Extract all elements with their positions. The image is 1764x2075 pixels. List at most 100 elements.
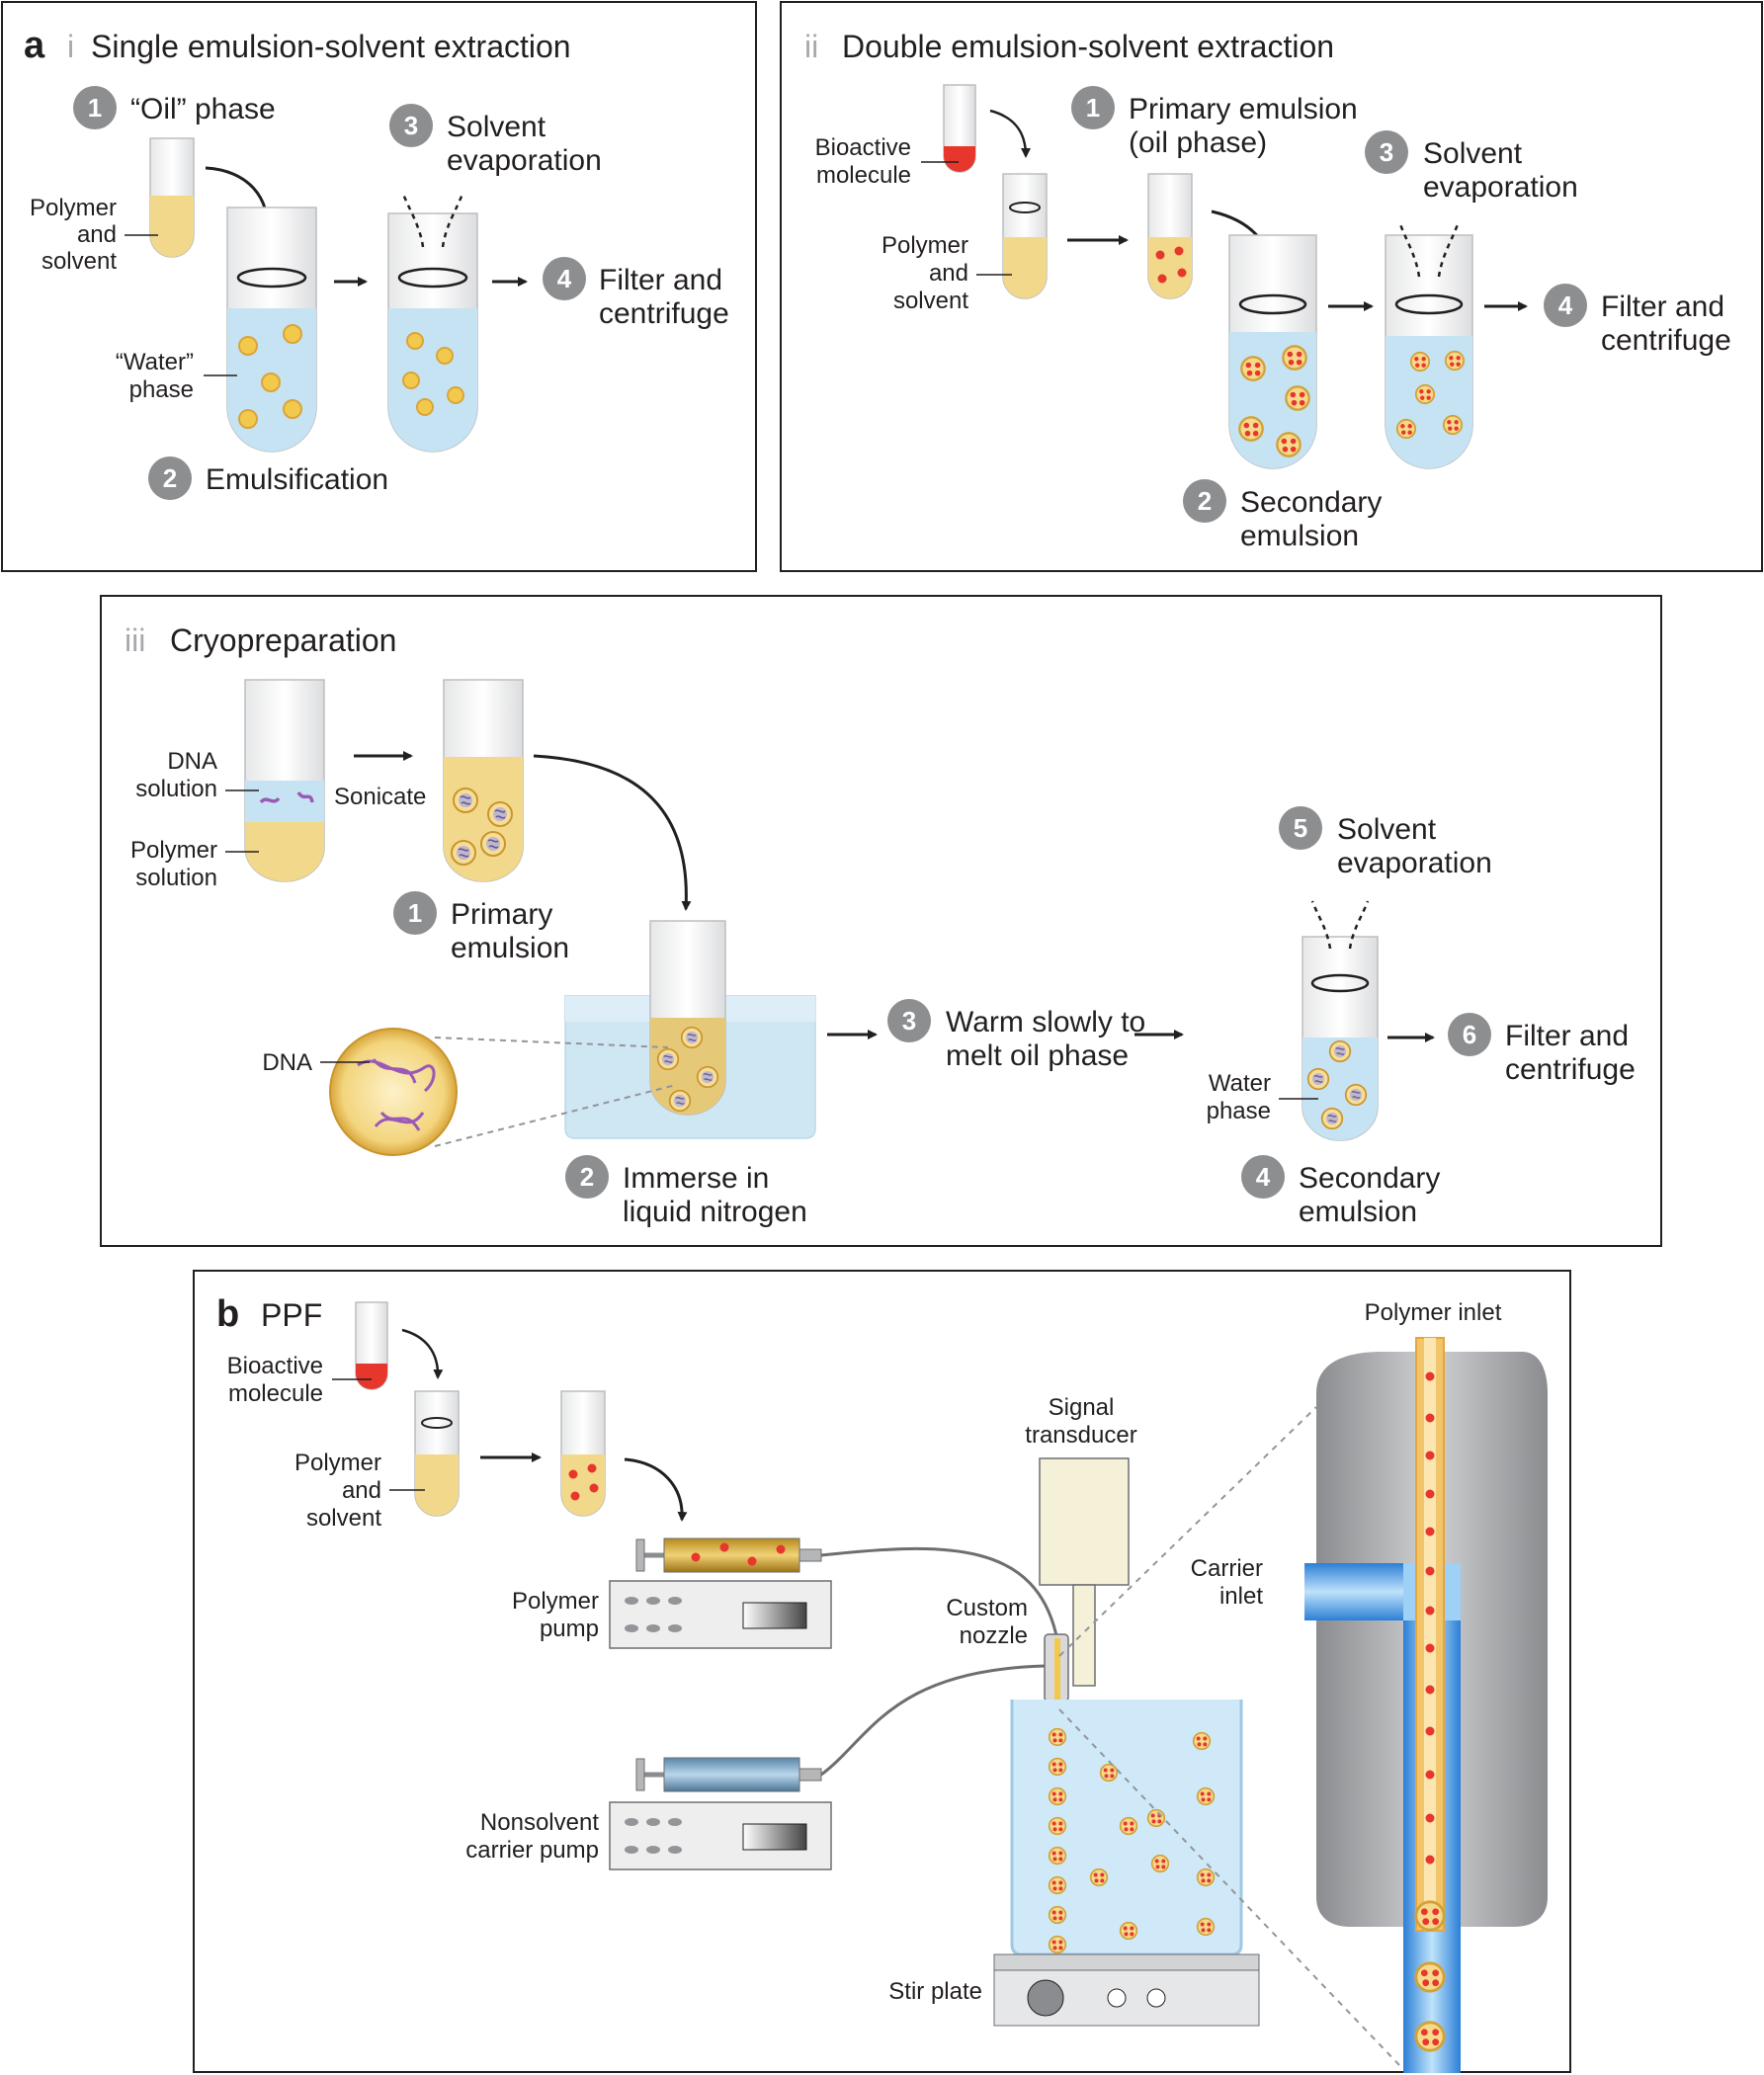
polymer-pump [609,1580,832,1649]
step-2-label: Emulsification [206,463,388,496]
label-signal-transducer: Signal [1049,1394,1115,1421]
label-polymer-pump: Polymer [512,1588,599,1615]
panel-a-ii-title: Double emulsion-solvent extraction [842,29,1334,64]
curved-arrow [624,1457,688,1522]
step-6-label: centrifuge [1505,1053,1636,1086]
step-number: 3 [1380,137,1393,167]
step-number-badge [565,1155,609,1199]
step-4-label: centrifuge [599,297,729,330]
step-number-badge [1241,1155,1285,1199]
label-and: and [77,221,117,248]
panel-letter-b: b [216,1293,239,1335]
panel-letter-a: a [24,25,45,66]
label-solution: solution [135,776,217,802]
label-polymer: Polymer [30,195,117,221]
polymer-solvent-tube [414,1390,460,1517]
evaporation-tube [387,193,478,453]
signal-transducer [1039,1457,1130,1687]
label-custom-nozzle: nozzle [960,1622,1028,1649]
step-4-label: emulsion [1299,1196,1417,1228]
step-number: 2 [163,463,177,493]
label-dna: DNA [262,1049,312,1076]
label-molecule: molecule [228,1380,323,1407]
step-number-badge [393,891,437,935]
step-1-label: Primary [451,898,552,931]
panel-a-i-title: Single emulsion-solvent extraction [91,29,571,64]
step-3-label: Solvent [447,111,546,143]
step-2-label: liquid nitrogen [623,1196,807,1228]
dna-zoom-globe [329,1028,677,1156]
primary-emulsion-tube [1147,173,1193,299]
step-number-badge [1448,1013,1491,1056]
step-4-label: centrifuge [1601,324,1731,357]
label-stir-plate: Stir plate [888,1978,982,2005]
collection-beaker [1010,1700,1243,1956]
step-number: 3 [902,1006,916,1036]
label-molecule: molecule [816,162,911,189]
step-2-label: emulsion [1240,520,1359,552]
label-phase: phase [129,376,194,403]
panel-a-iii-title: Cryopreparation [170,622,396,658]
step-number-badge [389,104,433,147]
label-signal-transducer: transducer [1025,1422,1136,1449]
step-number-badge [148,456,192,500]
step-number-badge [1279,806,1322,850]
step-6-label: Filter and [1505,1020,1629,1052]
step-1-label: emulsion [451,932,569,964]
curved-arrow [401,1328,444,1379]
step-3-label: evaporation [447,144,602,177]
label-and: and [342,1477,381,1504]
step-number: 6 [1463,1020,1476,1049]
step-3-label: Warm slowly to [946,1006,1145,1038]
label-solvent: solvent [42,248,117,275]
panel-b: b PPF Bioactive molecule Polymer and sol… [193,1270,1571,2073]
step-number: 2 [580,1162,594,1192]
panel-b-title: PPF [261,1297,322,1333]
emulsification-tube [226,207,317,453]
label-nonsolvent-pump: carrier pump [465,1837,599,1864]
curved-arrow [533,754,692,911]
step-number: 4 [1256,1162,1271,1192]
roman-numeral-ii: ii [804,29,818,64]
label-carrier-inlet: Carrier [1191,1555,1263,1582]
step-3-label: Solvent [1423,137,1523,170]
label-and: and [929,260,968,287]
oil-phase-tube [149,137,195,258]
step-number: 3 [404,111,418,140]
step-number-badge [543,257,586,300]
step-number-badge [887,999,931,1042]
polymer-tubing [820,1546,1059,1641]
step-5-label: evaporation [1337,847,1492,879]
secondary-emulsion-tube [1228,234,1317,469]
primary-emulsion-tube [560,1390,606,1517]
step-number-badge [1544,284,1587,327]
secondary-emulsion-tube [1302,900,1379,1141]
step-number: 1 [1086,93,1100,123]
nozzle-closeup [1304,1337,1548,2073]
panel-a-ii: ii Double emulsion-solvent extraction Bi… [780,1,1763,572]
stir-plate [993,1953,1260,2027]
step-number: 4 [1558,290,1573,320]
evaporation-tube [1385,220,1473,469]
curved-arrow [989,109,1031,158]
step-number: 5 [1294,813,1307,843]
step-1-label: (oil phase) [1129,126,1267,159]
zoom-line [1058,1406,1317,1657]
label-phase: phase [1207,1098,1271,1124]
label-solution: solution [135,865,217,891]
label-water: “Water” [116,349,194,375]
step-number: 4 [557,264,572,293]
label-bioactive: Bioactive [815,134,911,161]
panel-b-frame [193,1270,1571,2073]
step-5-label: Solvent [1337,813,1437,846]
step-2-label: Immerse in [623,1162,769,1195]
step-number: 1 [408,898,422,928]
step-number-badge [73,86,117,129]
panel-a-i: a i Single emulsion-solvent extraction 1… [1,1,757,572]
roman-numeral-i: i [67,29,74,64]
step-3-label: evaporation [1423,171,1578,204]
label-sonicate: Sonicate [334,784,426,810]
roman-numeral-iii: iii [125,622,145,658]
polymer-solvent-tube [1002,173,1048,299]
